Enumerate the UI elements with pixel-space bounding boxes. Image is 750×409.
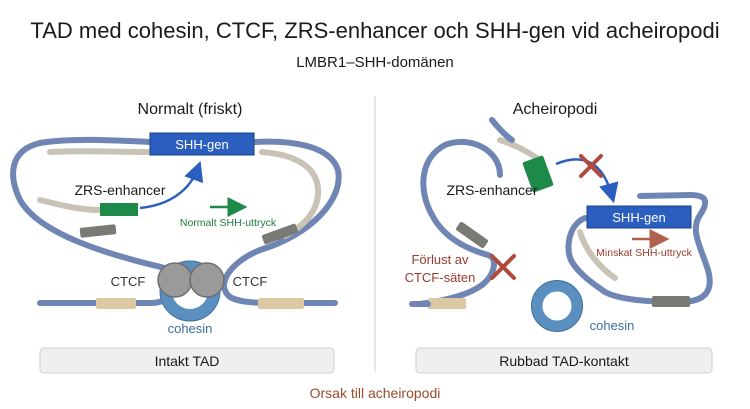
disease-chromatin-upper <box>489 117 515 143</box>
disease-enhancer-label: ZRS-enhancer <box>446 182 537 198</box>
normal-shh-gene-label: SHH-gen <box>175 137 228 152</box>
normal-chromatin-loop <box>10 136 342 306</box>
disease-shh-gene-label: SHH-gen <box>612 210 665 225</box>
panel-normal: Normalt (friskt) SHH-gen ZRS-enhancer No… <box>10 101 342 374</box>
page-title: TAD med cohesin, CTCF, ZRS-enhancer och … <box>30 18 719 43</box>
page-subtitle: LMBR1–SHH-domänen <box>296 54 454 71</box>
normal-ctcf-protein-right <box>189 262 225 298</box>
normal-enhancer-label: ZRS-enhancer <box>74 182 165 198</box>
disease-contact-blocked-cross <box>579 154 603 178</box>
disease-loss-label-line2: CTCF-säten <box>405 270 476 285</box>
disease-loss-label-line1: Förlust av <box>411 252 469 267</box>
disease-cohesin-ring <box>531 280 583 332</box>
normal-enhancer-box <box>100 203 138 216</box>
normal-tan-segment-right <box>258 298 304 309</box>
normal-expression-label: Normalt SHH-uttryck <box>180 217 277 229</box>
normal-ctcf-label-left: CTCF <box>111 274 146 289</box>
normal-contact-arrow <box>139 160 204 210</box>
disease-heading: Acheiropodi <box>513 101 598 118</box>
normal-ctcf-label-right: CTCF <box>233 274 268 289</box>
disease-contact-arrow <box>555 158 619 204</box>
panel-disease: Acheiropodi ZRS-enhancer SHH-gen Minskat… <box>405 101 713 374</box>
footer-caption: Orsak till acheiropodi <box>310 385 441 401</box>
normal-tan-segment-left <box>96 298 136 309</box>
normal-ctcf-site-right <box>261 223 299 245</box>
disease-chromatin-arc <box>417 138 503 307</box>
disease-cohesin-ring-outline <box>531 280 583 332</box>
normal-status-label: Intakt TAD <box>155 353 220 369</box>
disease-tan-segment <box>428 298 466 309</box>
normal-cohesin-label: cohesin <box>168 321 213 336</box>
disease-enhancer-box <box>522 155 554 193</box>
disease-status-label: Rubbad TAD-kontakt <box>499 353 629 369</box>
disease-expression-label: Minskat SHH-uttryck <box>596 247 692 259</box>
disease-strand-light-upper <box>497 137 543 163</box>
disease-status-box <box>415 347 713 374</box>
disease-strand-light-right <box>577 229 618 281</box>
disease-ctcf-site-left <box>455 221 489 249</box>
disease-ctcf-loss-cross <box>490 254 516 280</box>
normal-ctcf-site-left <box>79 224 117 238</box>
normal-strand-light-left <box>47 148 151 155</box>
normal-strand-light-inner <box>37 197 103 213</box>
disease-shh-gene-box <box>586 205 692 229</box>
normal-strand-light-right <box>259 149 322 239</box>
normal-status-box <box>39 347 335 374</box>
normal-heading: Normalt (friskt) <box>138 101 243 118</box>
disease-cohesin-label: cohesin <box>590 318 635 333</box>
disease-ctcf-site <box>652 296 690 307</box>
normal-shh-gene-box <box>149 132 255 156</box>
normal-ctcf-protein-left <box>157 262 193 298</box>
